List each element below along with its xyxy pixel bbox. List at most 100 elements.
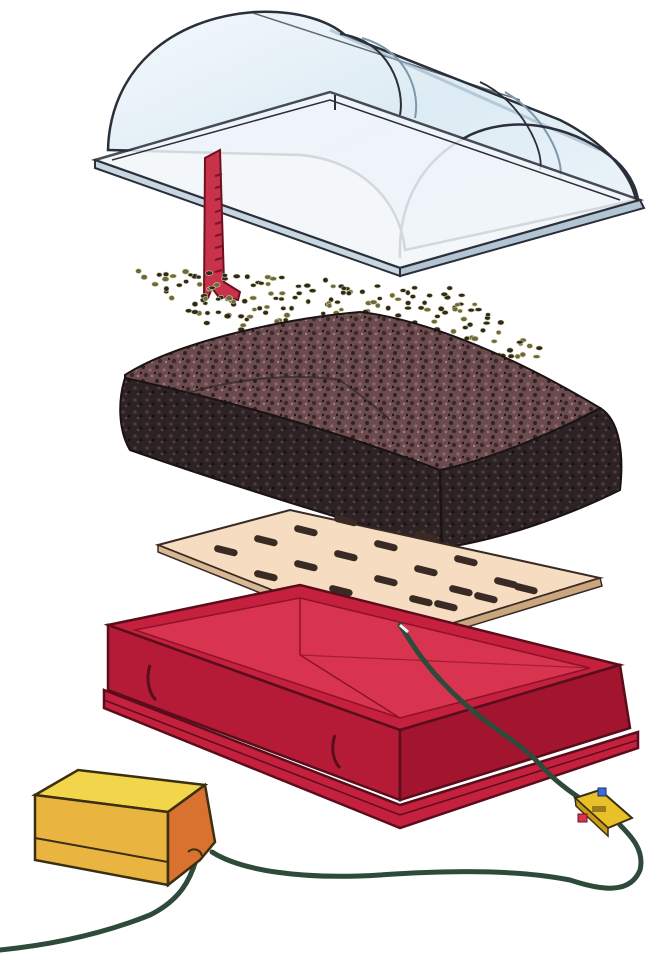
seed: [309, 289, 316, 293]
seed: [289, 306, 294, 311]
seed: [374, 284, 380, 288]
seed: [418, 306, 424, 310]
seed: [273, 297, 278, 301]
seed: [222, 274, 228, 278]
seed: [427, 293, 433, 297]
seed: [341, 287, 347, 291]
seed: [163, 272, 169, 277]
seed: [206, 271, 213, 276]
seed: [515, 354, 520, 359]
seed: [216, 297, 221, 301]
seed: [279, 276, 285, 280]
seed: [245, 274, 250, 279]
seed: [483, 321, 490, 325]
seed: [226, 296, 233, 301]
seed: [240, 323, 246, 327]
seed: [520, 352, 526, 357]
seed: [405, 301, 411, 306]
seed: [233, 274, 240, 278]
seed: [496, 330, 501, 334]
seed: [182, 269, 189, 274]
seed: [405, 306, 412, 310]
seed: [438, 306, 444, 311]
seed: [284, 313, 290, 318]
seed: [141, 275, 147, 280]
seed: [395, 313, 402, 317]
seed: [281, 306, 286, 310]
seed: [447, 286, 453, 290]
seed: [264, 305, 270, 309]
seed: [176, 283, 182, 287]
seed: [386, 306, 391, 311]
soil-block-icon: [120, 312, 621, 548]
seed: [185, 309, 192, 313]
seed: [412, 286, 418, 290]
seed: [486, 313, 491, 317]
seed: [377, 297, 382, 301]
seed: [480, 328, 485, 333]
seed: [472, 303, 477, 307]
seed: [216, 310, 222, 314]
seed: [296, 285, 302, 289]
propagator-lid-icon: [95, 12, 644, 276]
seed: [498, 320, 505, 325]
seed: [475, 308, 482, 312]
seed: [468, 308, 475, 312]
seed: [435, 314, 441, 318]
seed: [471, 336, 478, 341]
seed: [184, 280, 189, 284]
seed: [188, 273, 193, 277]
seed: [204, 321, 211, 326]
seed: [458, 309, 463, 313]
seed: [257, 306, 262, 311]
seed: [136, 269, 142, 274]
seed: [270, 277, 277, 281]
seed: [441, 292, 448, 296]
seed: [152, 282, 159, 287]
seed: [209, 286, 216, 290]
seed: [268, 291, 274, 295]
seed: [331, 284, 336, 288]
seed: [250, 296, 257, 300]
seed: [279, 291, 285, 295]
seed: [258, 282, 264, 286]
seed: [458, 293, 465, 297]
seed: [431, 320, 437, 324]
seed: [164, 286, 169, 291]
seed: [327, 303, 332, 308]
seed: [451, 329, 457, 334]
seed: [244, 317, 249, 321]
seed: [491, 339, 497, 343]
seed: [360, 289, 366, 294]
seed: [196, 275, 201, 279]
seed: [507, 348, 514, 353]
seed: [335, 300, 341, 304]
seed: [400, 289, 406, 293]
seed: [390, 293, 395, 298]
seed: [224, 314, 231, 319]
seed: [467, 322, 473, 327]
seed: [346, 291, 351, 296]
seed: [341, 290, 346, 295]
seed: [263, 310, 269, 315]
seed: [339, 308, 344, 312]
seed: [304, 283, 311, 288]
seed: [516, 341, 523, 345]
seed: [157, 273, 163, 277]
seed: [410, 294, 416, 298]
seed: [406, 290, 411, 295]
seed: [238, 314, 244, 318]
seed: [266, 282, 271, 286]
seed: [395, 298, 402, 302]
seed: [527, 344, 533, 349]
seed: [279, 297, 284, 301]
seed: [251, 283, 257, 287]
seed: [242, 299, 248, 304]
seed: [422, 300, 427, 305]
seed: [452, 307, 458, 312]
seed: [162, 277, 169, 282]
thermostat-box-icon: [35, 770, 215, 885]
seed: [533, 355, 540, 359]
